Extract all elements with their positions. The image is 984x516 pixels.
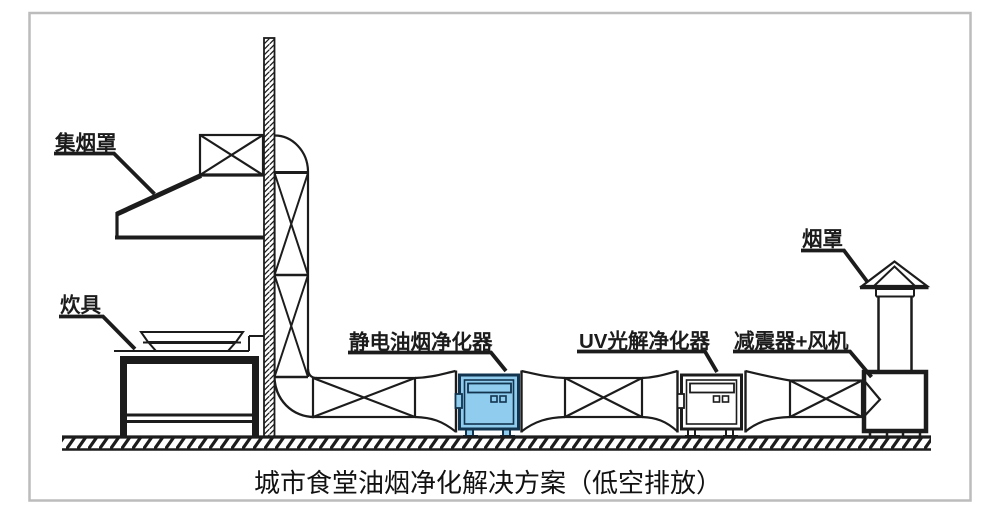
duct-cone [414,369,457,433]
label-uv: UV光解净化器 [579,329,710,353]
table-leg [120,356,127,437]
leader-fan [733,349,873,379]
electrostatic-purifier [454,370,523,438]
fan-inlet-cone [863,380,882,417]
purifier-panel [463,379,515,425]
leader-uv [577,349,719,373]
purifier-switch [712,395,721,403]
top-elbow [274,134,310,172]
cooker-table [114,331,264,437]
leader-hood [54,151,156,196]
diagram-title: 城市食堂油烟净化解决方案（低空排放） [254,469,722,498]
purifier-vent-strip [467,382,512,394]
purifier-vent-strip [689,382,735,394]
rain-cap [858,260,931,290]
duct-xbox-2 [563,376,644,419]
duct-cone [520,369,566,433]
wall [263,37,276,438]
wok [139,331,245,352]
leader-cooker [59,314,137,351]
hood-duct-section [198,133,265,177]
label-cap: 烟罩 [802,228,843,251]
purifier-hinge [454,393,463,409]
label-cooker: 炊具 [60,293,101,317]
label-esp: 静电油烟净化器 [349,330,493,354]
table-top [120,356,259,364]
purifier-switch [499,395,507,403]
leader-esp [348,350,508,373]
duct-xbox-1 [311,376,417,419]
table-shelf [127,413,252,423]
chimney [877,296,913,372]
purifier-panel [685,379,738,425]
uv-purifier [676,370,747,438]
purifier-switch [490,395,498,403]
fan-body [861,369,929,434]
duct-cone [641,369,679,433]
leader-cap [801,248,870,284]
label-fan: 减震器+风机 [734,329,849,353]
ground [62,435,931,451]
purifier-hinge [676,393,685,409]
duct-xbox-3 [788,379,864,419]
duct-cone [744,369,791,433]
fan-unit [858,260,931,439]
purifier-switch [721,395,730,403]
collection-hood [115,173,264,240]
table-leg [252,356,259,437]
leader-lines [54,151,873,379]
label-hood: 集烟罩 [54,131,117,155]
